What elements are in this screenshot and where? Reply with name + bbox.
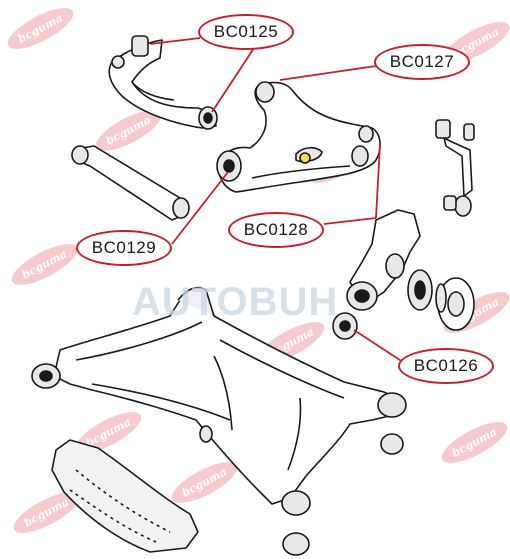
upper-control-arm <box>108 35 218 130</box>
leader-lines <box>149 37 407 365</box>
stabilizer-link <box>435 119 475 217</box>
bushing-bc0126 <box>332 312 358 340</box>
leader-line-bc0128 <box>375 143 381 219</box>
leader-line-bc0126 <box>353 329 407 365</box>
label-bc0129: BC0129 <box>76 230 172 266</box>
leader-line-bc0127 <box>279 65 377 81</box>
label-bc0128: BC0128 <box>228 212 324 248</box>
label-bc0125: BC0125 <box>198 14 294 50</box>
bushing-bc0125 <box>131 35 149 57</box>
leader-line-bc0129 <box>171 171 229 245</box>
lower-wishbone <box>216 81 381 193</box>
label-bc0126: BC0126 <box>398 348 494 384</box>
rear-subframe <box>31 286 407 556</box>
underbody-panel <box>51 439 199 553</box>
trailing-link <box>71 145 190 221</box>
site-watermark: AUTOBUH <box>132 280 339 324</box>
leader-line-bc0128 <box>323 217 377 225</box>
leader-line-bc0125 <box>149 37 201 45</box>
label-bc0127: BC0127 <box>374 44 470 80</box>
wheel-knuckle <box>346 209 475 331</box>
leader-line-bc0125 <box>211 47 255 113</box>
